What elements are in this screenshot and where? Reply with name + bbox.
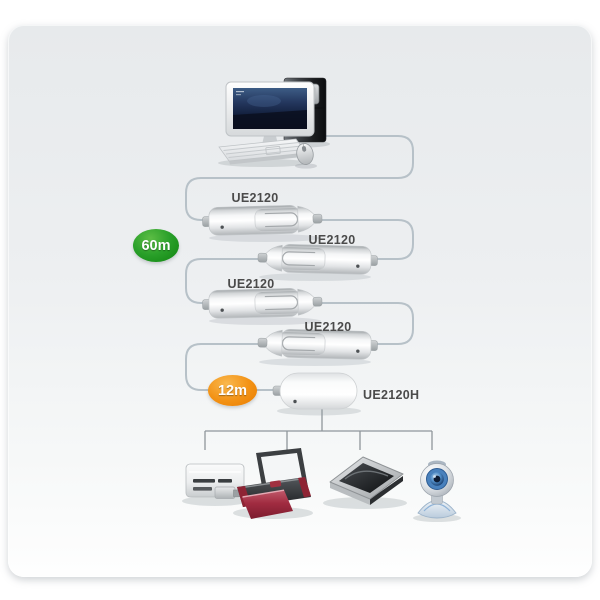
segment-distance-text: 12m: [217, 382, 248, 399]
card-slot-1: [193, 479, 215, 483]
hub-label: UE2120H: [363, 388, 420, 402]
usb-plug-body: [214, 486, 236, 499]
printer-button: [269, 480, 282, 488]
webcam-lens-glint: [433, 475, 436, 478]
extender-led-dot: [220, 225, 224, 229]
extender-3-label: UE2120: [227, 277, 275, 291]
card-slot-3: [193, 487, 212, 491]
screen-cloud: [247, 95, 281, 107]
hub-led-dot: [293, 399, 297, 404]
keyboard-edge: [229, 153, 307, 165]
cable-extender-2-to-3: [185, 258, 261, 304]
extender-plug-groove: [264, 212, 299, 228]
scanner-lid-inset: [339, 463, 394, 493]
usb-hub-ue2120h: [272, 372, 361, 416]
computer-mouse: [296, 143, 314, 165]
scanner-icon: [323, 456, 407, 509]
keyboard-numpad: [265, 145, 281, 156]
cable-extender-4-to-hub: [185, 343, 277, 391]
usb-extender-3: [202, 288, 323, 325]
extender-2-label: UE2120: [308, 233, 356, 247]
scanner-sheen: [344, 470, 389, 480]
cable-extender-3-to-4: [319, 302, 414, 345]
scanner-side-edge: [370, 476, 403, 505]
extender-nozzle: [297, 205, 315, 233]
screen-text-line: [236, 91, 244, 93]
desktop-computer-icon: [218, 77, 330, 169]
usb-extender-2: [257, 244, 378, 281]
hub-body: [279, 372, 358, 410]
printer-paper: [242, 490, 293, 519]
card-reader-icon: [182, 463, 248, 506]
mouse-shadow: [295, 163, 317, 169]
segment-distance-badge: 12m: [208, 375, 257, 406]
webcam-icon: [413, 460, 461, 522]
extender-plug-molding: [254, 207, 303, 232]
usb-extender-1: [202, 205, 323, 242]
cable-computer-to-extender-1: [185, 135, 414, 221]
total-distance-badge: 60m: [133, 229, 179, 262]
printer-icon: [233, 448, 313, 519]
screen-horizon: [233, 110, 307, 129]
usb-cable-runs: [185, 135, 414, 391]
usb-extender-4: [257, 329, 378, 366]
extender-right-connector: [312, 213, 323, 224]
extender-1-label: UE2120: [231, 191, 279, 205]
extender-4-label: UE2120: [304, 319, 352, 334]
total-distance-text: 60m: [141, 237, 171, 254]
device-tree-lines: [204, 409, 433, 450]
scanner-front-edge: [330, 482, 370, 505]
cable-extender-1-to-2: [319, 219, 414, 260]
card-slot-2: [218, 479, 232, 483]
scanner-shadow: [323, 497, 407, 509]
screen-text-line2: [236, 94, 241, 96]
paper-edge-highlight: [242, 489, 285, 498]
printer-accent-right: [298, 477, 311, 498]
